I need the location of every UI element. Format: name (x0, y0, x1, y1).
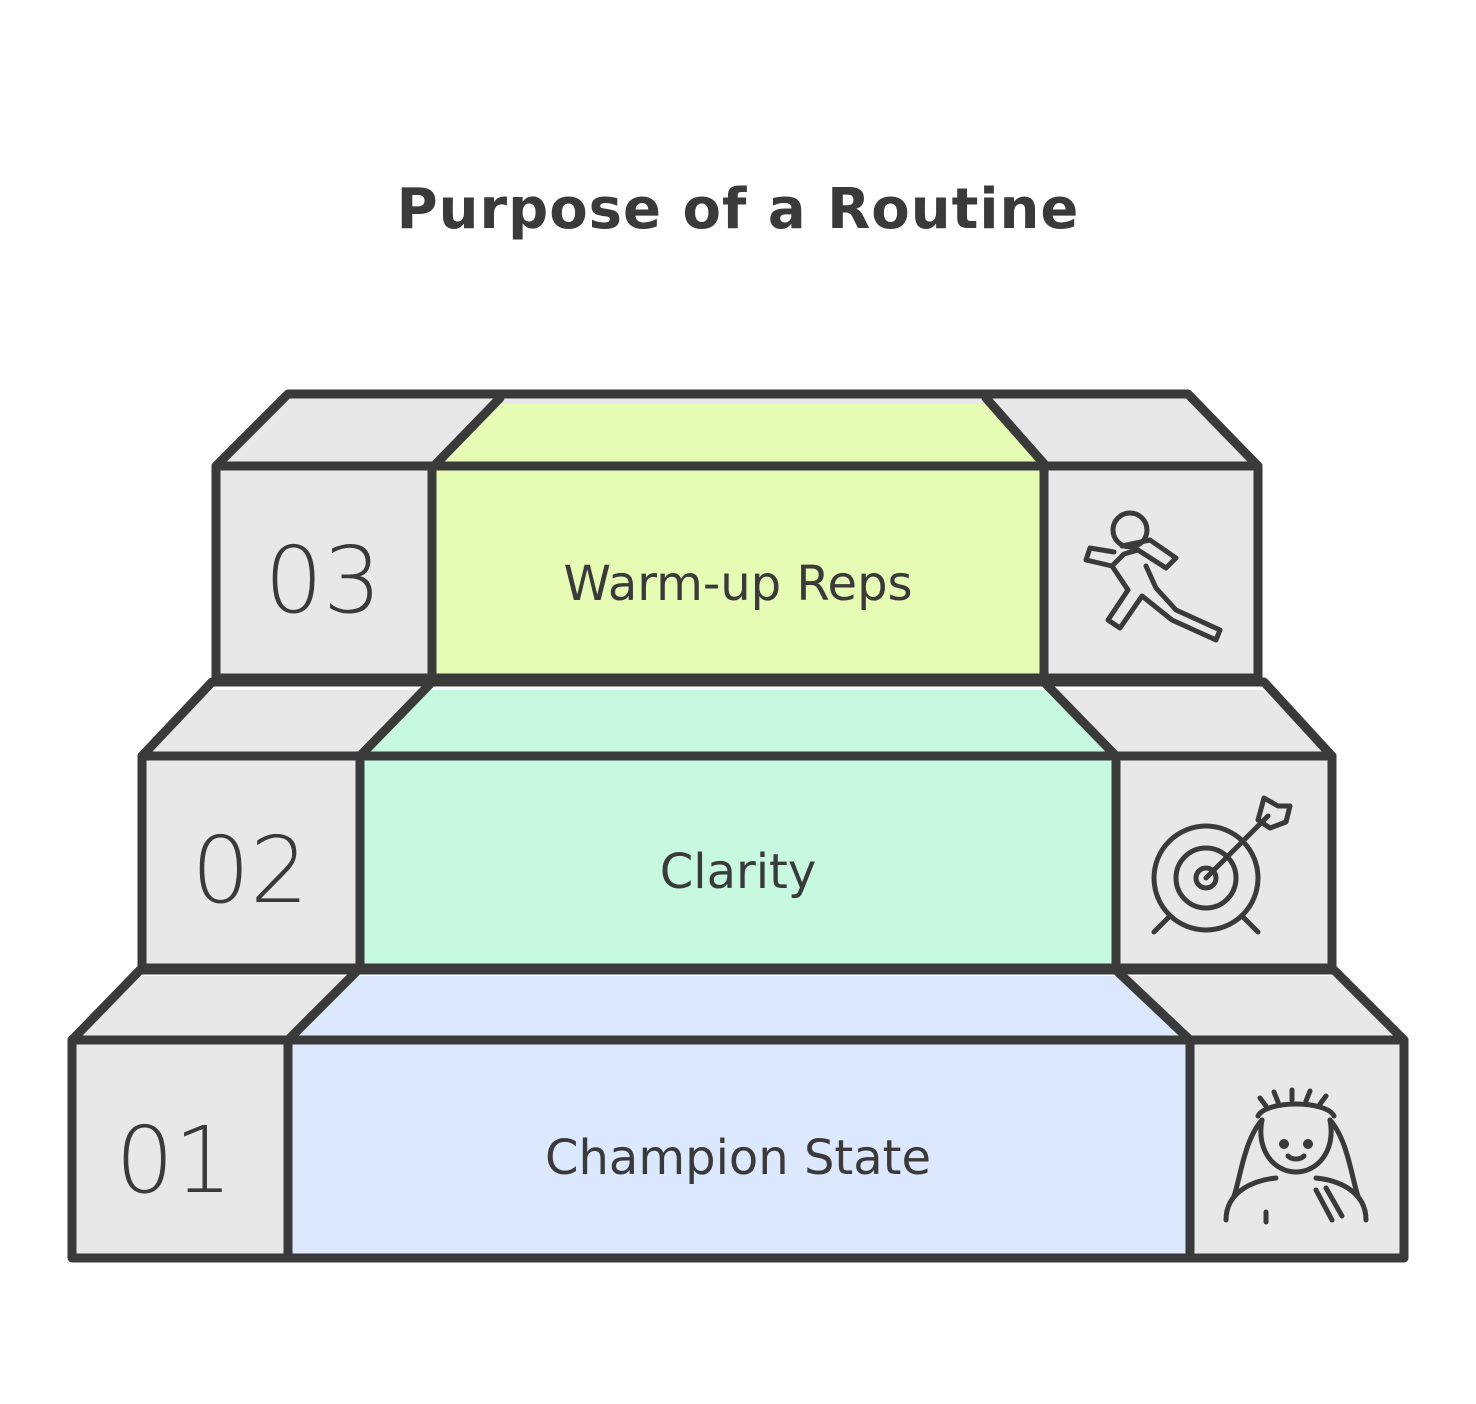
step-03-center-face (432, 466, 1044, 678)
step-02-label: Clarity (660, 844, 817, 900)
step-03-number: 03 (264, 527, 381, 634)
step-01: 01 Champion State (67, 965, 1409, 1263)
step-03: 03 Warm-up Reps (211, 389, 1263, 683)
step-03-left-face (216, 466, 430, 678)
step-01-left-face (72, 1040, 286, 1256)
step-01-center-face (288, 1040, 1190, 1256)
step-01-number: 01 (115, 1107, 232, 1214)
laurel-champion-icon (1223, 1087, 1369, 1225)
step-03-top-center (434, 404, 1046, 466)
step-02: 02 Clarity (137, 677, 1337, 973)
step-01-label: Champion State (545, 1130, 931, 1186)
running-person-icon (1083, 510, 1223, 643)
step-02-left-face (142, 756, 358, 968)
step-03-label: Warm-up Reps (563, 556, 912, 612)
step-02-top-center (360, 690, 1112, 756)
diagram-title: Purpose of a Routine (397, 177, 1080, 242)
target-arrow-icon (1151, 795, 1293, 935)
step-02-number: 02 (191, 817, 308, 924)
step-01-top-center (288, 976, 1190, 1040)
step-02-center-face (360, 756, 1114, 968)
step-01-right-face (1192, 1040, 1404, 1256)
step-03-right-face (1046, 466, 1258, 678)
